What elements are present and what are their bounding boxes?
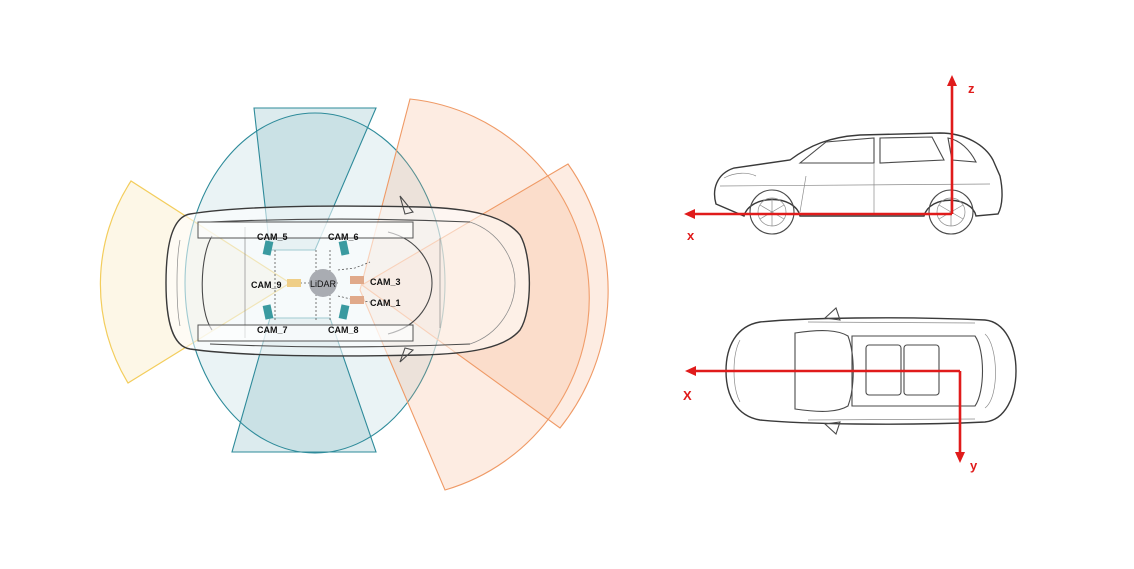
camera-icons: [262, 240, 364, 320]
side-x-arrow: [684, 209, 695, 219]
cam-9-label: CAM_9: [251, 280, 282, 290]
side-z-label: z: [968, 81, 975, 96]
cam-8-icon: [338, 304, 350, 320]
cam-5-icon: [262, 240, 274, 256]
car-top-view-left: [165, 195, 531, 363]
top-x-label: X: [683, 388, 692, 403]
cam-1-label: CAM_1: [370, 298, 401, 308]
cam-7-label: CAM_7: [257, 325, 288, 335]
camera-labels: CAM_5 CAM_6 CAM_9 CAM_3 CAM_1 CAM_7 CAM_…: [251, 232, 401, 335]
lidar-sensor: LiDAR: [309, 269, 337, 297]
lidar-label: LiDAR: [310, 279, 337, 289]
lidar-disc: [309, 269, 337, 297]
side-view-panel: x z: [684, 75, 1003, 243]
top-view-axes: [685, 366, 965, 463]
cam-7-icon: [262, 304, 274, 320]
cam-9-icon: [287, 279, 301, 287]
top-view-panel: X y: [683, 307, 1017, 473]
front-wheel: [749, 189, 795, 235]
side-body: [713, 132, 1003, 217]
cam-6-label: CAM_6: [328, 232, 359, 242]
car-body-outline: [165, 205, 531, 357]
cam-8-label: CAM_8: [328, 325, 359, 335]
side-x-label: x: [687, 228, 695, 243]
cam-3-label: CAM_3: [370, 277, 401, 287]
fov-diagram: LiDAR CAM_5 CAM_6 CAM_9 CAM_3 CAM_1 CAM_…: [99, 98, 609, 491]
cam-5-label: CAM_5: [257, 232, 288, 242]
cam-3-icon: [350, 276, 364, 284]
top-y-arrow: [955, 452, 965, 463]
car-side-view: [713, 132, 1003, 235]
cam-1-icon: [350, 296, 364, 304]
top-y-label: y: [970, 458, 978, 473]
cam-6-icon: [338, 240, 350, 256]
side-z-arrow: [947, 75, 957, 86]
top-x-arrow: [685, 366, 696, 376]
side-view-axes: [684, 75, 957, 219]
